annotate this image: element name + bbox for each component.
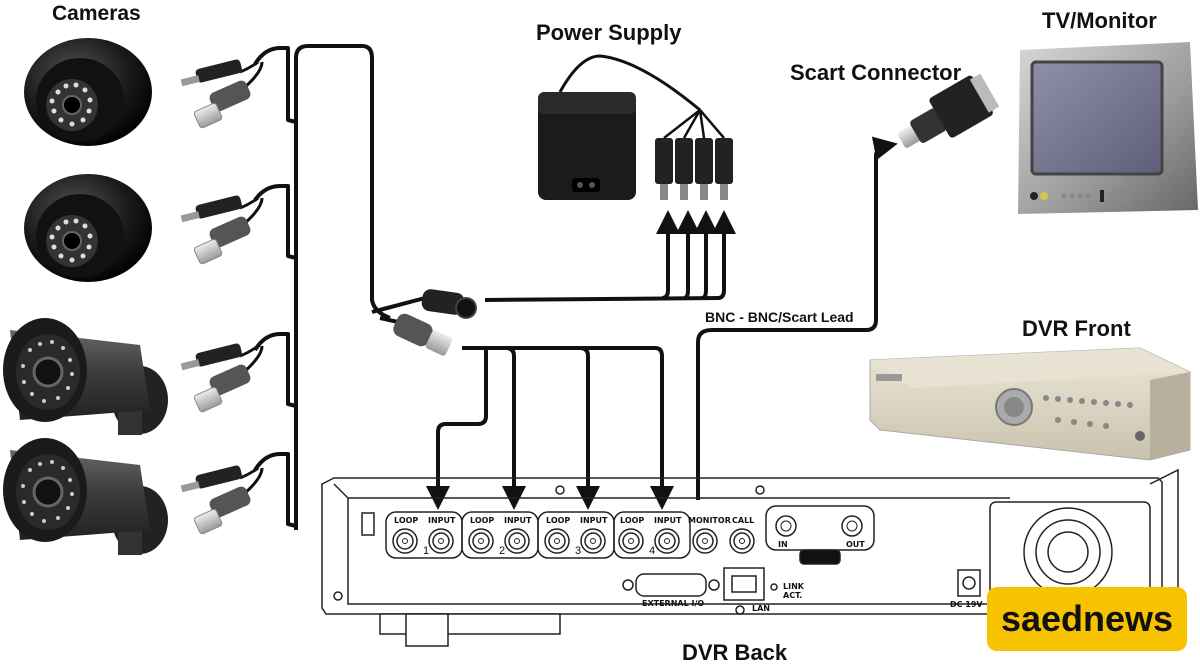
saednews-watermark: saednews — [987, 587, 1187, 651]
ch2-input-label: INPUT — [504, 516, 532, 525]
ch2-number: 2 — [499, 545, 506, 557]
label-power-supply: Power Supply — [536, 20, 682, 45]
camera-leads — [180, 59, 264, 535]
ch1-input-bnc-port — [428, 528, 454, 554]
ch4-number: 4 — [649, 545, 656, 557]
label-tv-monitor: TV/Monitor — [1042, 8, 1157, 33]
label-bnc-scart-lead: BNC - BNC/Scart Lead — [705, 309, 854, 325]
label-cameras: Cameras — [52, 2, 141, 25]
dvr-front-unit — [869, 347, 1191, 461]
ch4-loop-label: LOOP — [620, 516, 645, 525]
audio-out-port — [841, 515, 863, 537]
combined-lead-connectors — [371, 289, 477, 356]
link-label: LINK — [783, 582, 804, 591]
act-label: ACT. — [783, 591, 803, 600]
power-cable — [484, 210, 736, 302]
ch1-loop-bnc-port — [392, 528, 418, 554]
ch1-loop-label: LOOP — [394, 516, 419, 525]
ch1-input-label: INPUT — [428, 516, 456, 525]
audio-in-label: IN — [778, 540, 788, 549]
lan-label: LAN — [752, 604, 770, 613]
label-dvr-front: DVR Front — [1022, 316, 1131, 341]
dome-camera-2 — [24, 174, 152, 282]
bullet-camera-1 — [3, 318, 168, 435]
camera-3-lead — [180, 343, 264, 413]
monitor-cable — [696, 136, 898, 500]
camera-1-lead — [180, 59, 264, 129]
bnc-ports — [392, 515, 863, 554]
label-dvr-back: DVR Back — [682, 640, 788, 665]
monitor-label: MONITOR — [688, 516, 731, 525]
audio-out-label: OUT — [846, 540, 865, 549]
ch3-number: 3 — [575, 545, 582, 557]
ch3-input-label: INPUT — [580, 516, 608, 525]
dvr-back-panel — [321, 468, 1179, 647]
label-scart-connector: Scart Connector — [790, 60, 962, 85]
ch3-loop-bnc-port — [544, 528, 570, 554]
camera-4-lead — [180, 465, 264, 535]
call-label: CALL — [732, 516, 755, 525]
camera-2-lead — [180, 195, 264, 265]
ch4-loop-bnc-port — [618, 528, 644, 554]
bullet-camera-2 — [3, 438, 168, 555]
external-io-label: EXTERNAL I/O — [642, 599, 705, 608]
video-cables — [426, 346, 674, 510]
ch2-loop-label: LOOP — [470, 516, 495, 525]
ch3-input-bnc-port — [580, 528, 606, 554]
ch2-input-bnc-port — [504, 528, 530, 554]
ch4-input-label: INPUT — [654, 516, 682, 525]
dc-19v-label: DC 19V — [950, 600, 983, 609]
tv-monitor — [1018, 42, 1198, 214]
ch4-input-bnc-port — [654, 528, 680, 554]
camera-cables — [253, 44, 391, 530]
audio-in-port — [775, 515, 797, 537]
call-bnc-port — [729, 528, 755, 554]
monitor-bnc-port — [692, 528, 718, 554]
power-supply-adapter — [538, 54, 733, 200]
ch2-loop-bnc-port — [468, 528, 494, 554]
ch3-loop-label: LOOP — [546, 516, 571, 525]
ch1-number: 1 — [423, 545, 430, 557]
dome-camera-1 — [24, 38, 152, 146]
scart-connector-plug — [897, 73, 1000, 148]
